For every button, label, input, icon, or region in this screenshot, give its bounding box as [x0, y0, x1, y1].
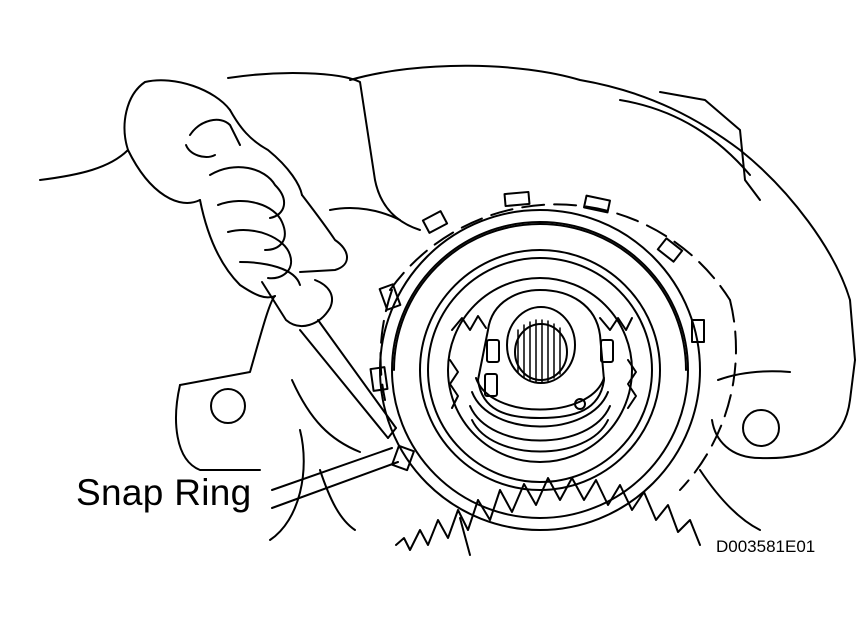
callout-snap-ring: Snap Ring: [76, 472, 252, 513]
screwdriver: [185, 118, 397, 439]
figure-code: D003581E01: [716, 537, 816, 556]
technician-hand: [39, 79, 348, 299]
callout-leaders: [271, 447, 399, 509]
transmission-housing: [175, 64, 856, 556]
bolt-holes: [210, 388, 780, 447]
clutch-drum-assembly: [369, 190, 737, 551]
